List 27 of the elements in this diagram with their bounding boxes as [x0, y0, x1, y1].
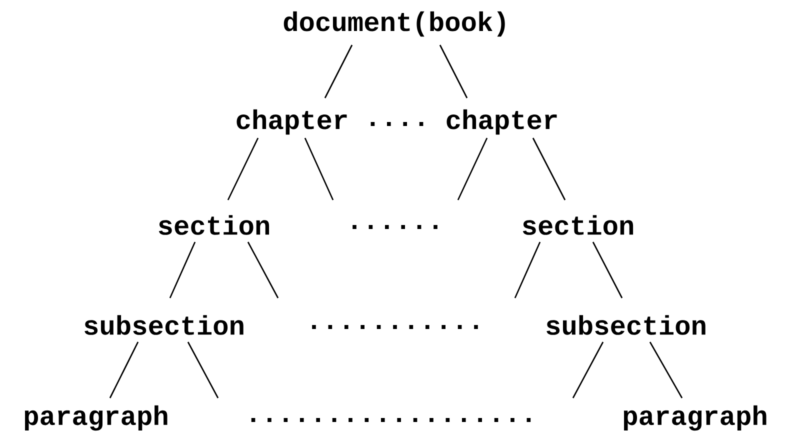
dotted-ellipsis: ...... — [352, 225, 438, 229]
slash-line — [109, 342, 139, 398]
slash-line — [247, 242, 279, 298]
dotted-ellipsis: .... — [370, 122, 424, 126]
slash-line — [439, 44, 468, 98]
slash-line — [457, 138, 488, 200]
tree-word: paragraph — [624, 405, 766, 431]
tree-word: subsection — [84, 315, 244, 335]
slash-line — [572, 342, 604, 398]
slash-line — [649, 342, 683, 398]
slash-line — [324, 44, 353, 98]
slash-line — [227, 138, 259, 200]
slash-line — [304, 138, 334, 200]
tree-word: subsection — [546, 315, 706, 335]
slash-line — [187, 342, 219, 398]
dotted-ellipsis: .................. — [251, 418, 531, 422]
slash-line — [514, 242, 541, 298]
tree-word: section — [522, 215, 634, 235]
slash-line — [169, 242, 196, 298]
tree-word: chapter — [446, 109, 557, 135]
slash-line — [592, 242, 623, 298]
slash-line — [532, 138, 566, 200]
tree-word: section — [158, 215, 270, 235]
tree-word: chapter — [236, 109, 347, 135]
dotted-ellipsis: ........... — [312, 325, 478, 329]
tree-word: paragraph — [24, 405, 168, 431]
tree-word: document(book) — [284, 11, 505, 37]
